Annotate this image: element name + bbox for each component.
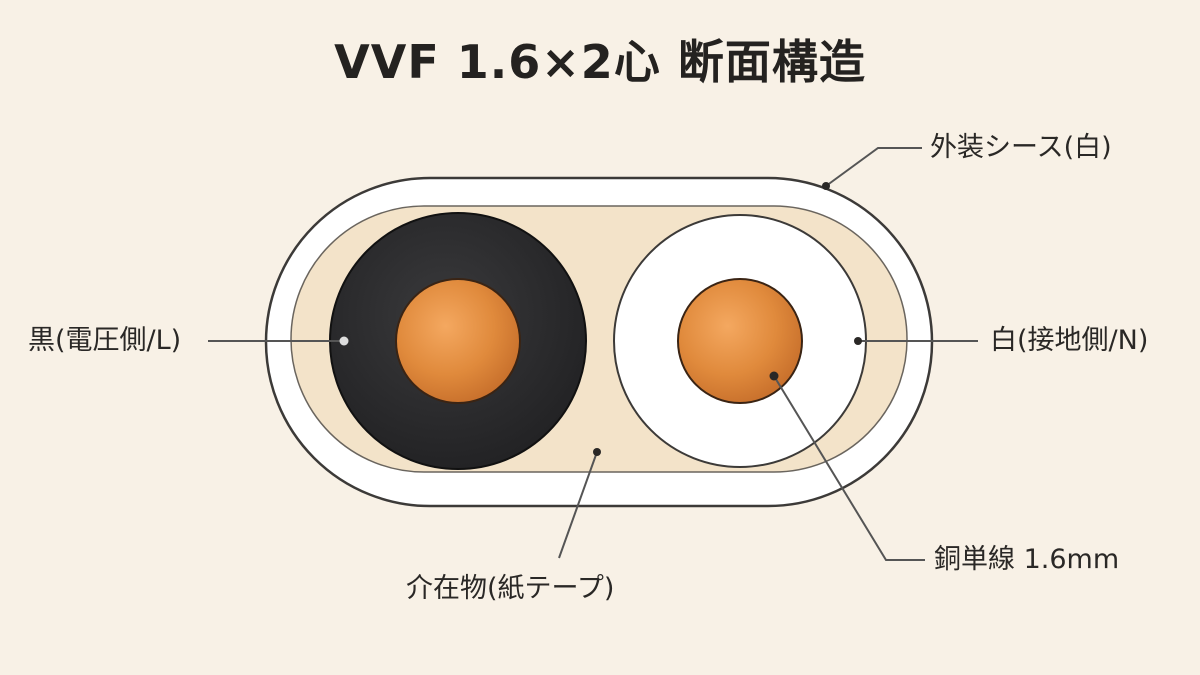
filler-leader-line [558, 451, 598, 559]
conductor-pointer-dot [769, 371, 779, 381]
diagram-title: VVF 1.6×2心 断面構造 [334, 35, 866, 89]
filler-label: 介在物(紙テープ) [406, 573, 615, 604]
conductor-leader-line [773, 375, 925, 561]
filler-pointer-dot [593, 448, 601, 456]
sheath-pointer-dot [822, 182, 830, 190]
white-wire-label: 白(接地側/N) [990, 325, 1149, 356]
sheath-label: 外装シース(白) [930, 132, 1112, 163]
sheath-leader-line [825, 147, 922, 187]
white-pointer-dot [854, 337, 862, 345]
black-copper-core [395, 278, 521, 404]
black-pointer-dot [339, 336, 349, 346]
black-wire-label: 黒(電圧側/L) [28, 325, 182, 356]
conductor-label: 銅単線 1.6mm [934, 544, 1120, 575]
white-copper-core [677, 278, 803, 404]
